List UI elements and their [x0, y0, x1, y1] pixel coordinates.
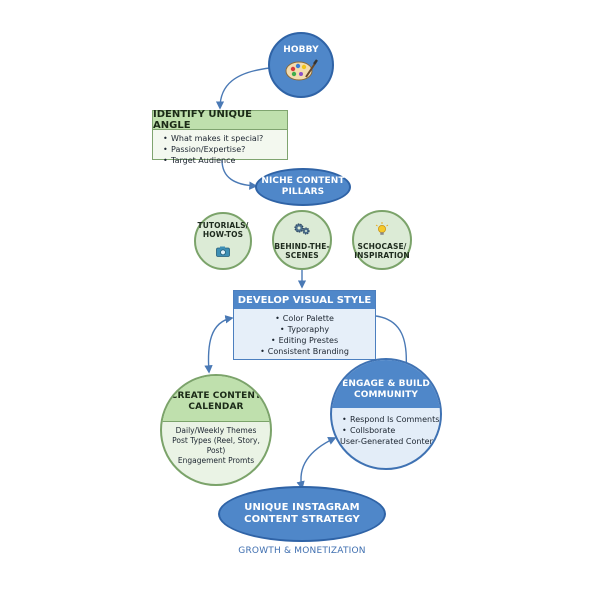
- list-item: Consistent Branding: [234, 346, 375, 357]
- identify-angle-list: What makes it special? Passion/Expertise…: [153, 130, 287, 166]
- visual-style-list: Color Palette Typoraphy Editing Prestes …: [234, 309, 375, 357]
- camera-icon: [216, 242, 230, 261]
- list-item: Collsborate: [342, 425, 440, 436]
- identify-angle-box: IDENTIFY UNIQUE ANGLE What makes it spec…: [152, 109, 288, 166]
- engage-line1: ENGAGE & BUILD: [342, 379, 430, 389]
- pillar-tutorials-line2: HOW-TOS: [202, 230, 244, 239]
- pillar-bts-line2: SCENES: [285, 250, 319, 260]
- engage-list: Respond Is Comments Collsborate: [332, 412, 440, 436]
- niche-line2: PILLARS: [281, 187, 325, 197]
- list-item: Color Palette: [234, 313, 375, 324]
- list-item: Passion/Expertise?: [163, 144, 287, 155]
- visual-style-box: DEVELOP VISUAL STYLE Color Palette Typor…: [233, 290, 376, 360]
- lightbulb-icon: [374, 221, 390, 240]
- strategy-node: UNIQUE INSTAGRAM CONTENT STRATEGY: [218, 486, 386, 542]
- engage-community-node: ENGAGE & BUILD COMMUNITY Respond Is Comm…: [330, 358, 442, 470]
- list-item: Target Audience: [163, 155, 287, 166]
- list-item: What makes it special?: [163, 133, 287, 144]
- calendar-item: Post Types (Reel, Story, Post): [172, 436, 260, 455]
- engage-line2: COMMUNITY: [354, 390, 418, 400]
- pillar-showcase-line2: INSPIRATION: [354, 250, 410, 260]
- pillar-tutorials-line1: TUTORIALS/: [197, 221, 249, 230]
- niche-pillars-node: NICHE CONTENT PILLARS: [255, 168, 351, 206]
- content-calendar-node: CREATE CONTENT CALENDAR Daily/Weekly The…: [160, 374, 272, 486]
- hobby-label: HOBBY: [283, 45, 319, 55]
- pillar-showcase: SCHOCASE/ INSPIRATION: [352, 210, 412, 270]
- pillar-showcase-line1: SCHOCASE/: [357, 241, 407, 251]
- palette-icon: [284, 59, 318, 85]
- visual-style-title: DEVELOP VISUAL STYLE: [234, 291, 375, 309]
- identify-angle-title: IDENTIFY UNIQUE ANGLE: [153, 109, 287, 131]
- calendar-item: Daily/Weekly Themes: [175, 426, 257, 435]
- list-item: Typoraphy: [234, 324, 375, 335]
- growth-monetization-label: GROWTH & MONETIZATION: [238, 546, 366, 556]
- list-item: Editing Prestes: [234, 335, 375, 346]
- list-item: Respond Is Comments: [342, 414, 440, 425]
- strategy-line1: UNIQUE INSTAGRAM: [244, 502, 360, 513]
- calendar-line2: CALENDAR: [188, 401, 244, 412]
- calendar-line1: CREATE CONTENT: [170, 390, 262, 401]
- calendar-item: Engagement Promts: [177, 456, 255, 465]
- gears-icon: [293, 221, 311, 240]
- pillar-bts-line1: BEHIND-THE-: [274, 241, 330, 251]
- hobby-node: HOBBY: [268, 32, 334, 98]
- pillar-behind-the-scenes: BEHIND-THE- SCENES: [272, 210, 332, 270]
- engage-item-ugc: User-Generated Content: [340, 437, 438, 446]
- strategy-line2: CONTENT STRATEGY: [244, 514, 360, 525]
- pillar-tutorials: TUTORIALS/ HOW-TOS: [194, 212, 252, 270]
- niche-line1: NICHE CONTENT: [261, 176, 345, 186]
